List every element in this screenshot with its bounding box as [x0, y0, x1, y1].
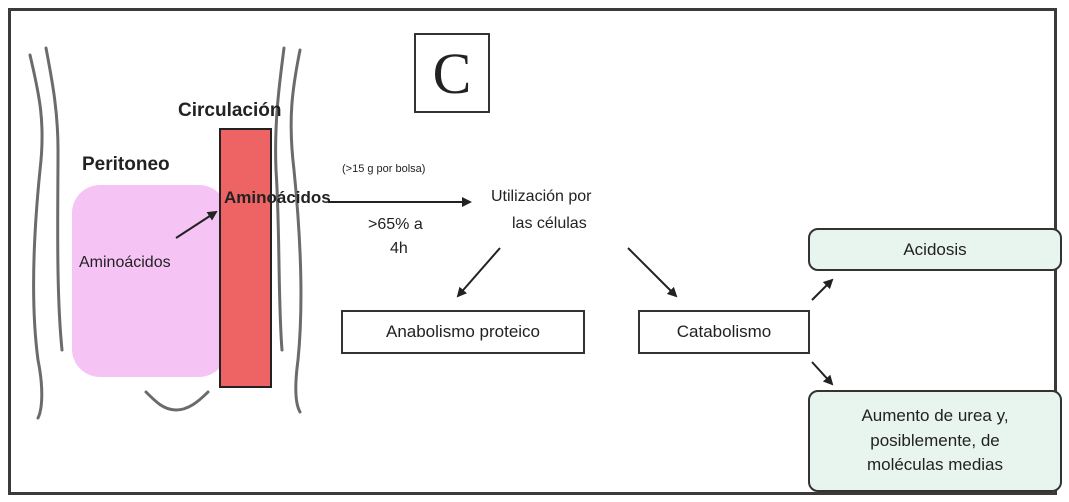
arrow-peritoneum-to-circulation [175, 210, 218, 239]
circulation-bar [219, 128, 272, 388]
utilization-line1: Utilización por [491, 188, 592, 205]
anabolism-label: Anabolismo proteico [385, 322, 541, 341]
catabolism-label: Catabolismo [676, 322, 772, 341]
peritoneum-aminoacids-label: Aminoácidos [79, 254, 171, 271]
peritoneum-region [72, 185, 227, 377]
percent-note-line2: 4h [390, 240, 408, 257]
arrow-catabolism-to-acidosis [811, 278, 834, 301]
urea-line2: posiblemente, de [870, 430, 1000, 450]
circulation-aminoacids-label: Aminoácidos [224, 188, 331, 207]
peritoneum-label: Peritoneo [82, 154, 170, 175]
arrow-cells-to-anabolism [456, 247, 501, 298]
body-right-outline [289, 48, 303, 414]
arrow-catabolism-to-urea [811, 361, 834, 386]
acidosis-box: Acidosis [808, 228, 1062, 271]
body-right-inner [274, 46, 286, 352]
body-left-outline [28, 53, 44, 420]
arrow-cells-to-catabolism [627, 247, 678, 298]
body-crotch [144, 390, 210, 412]
acidosis-label: Acidosis [903, 239, 967, 259]
circulation-label: Circulación [178, 100, 282, 121]
body-left-inner [44, 46, 64, 352]
urea-line3: moléculas medias [866, 455, 1004, 475]
catabolism-box: Catabolismo [638, 310, 810, 354]
utilization-line2: las células [512, 215, 587, 232]
panel-letter: C [414, 33, 490, 113]
urea-box: Aumento de urea y, posiblemente, de molé… [808, 390, 1062, 492]
anabolism-box: Anabolismo proteico [341, 310, 585, 354]
urea-line1: Aumento de urea y, [861, 406, 1009, 426]
percent-note-line1: >65% a [368, 216, 423, 233]
grams-note: (>15 g por bolsa) [342, 163, 426, 175]
